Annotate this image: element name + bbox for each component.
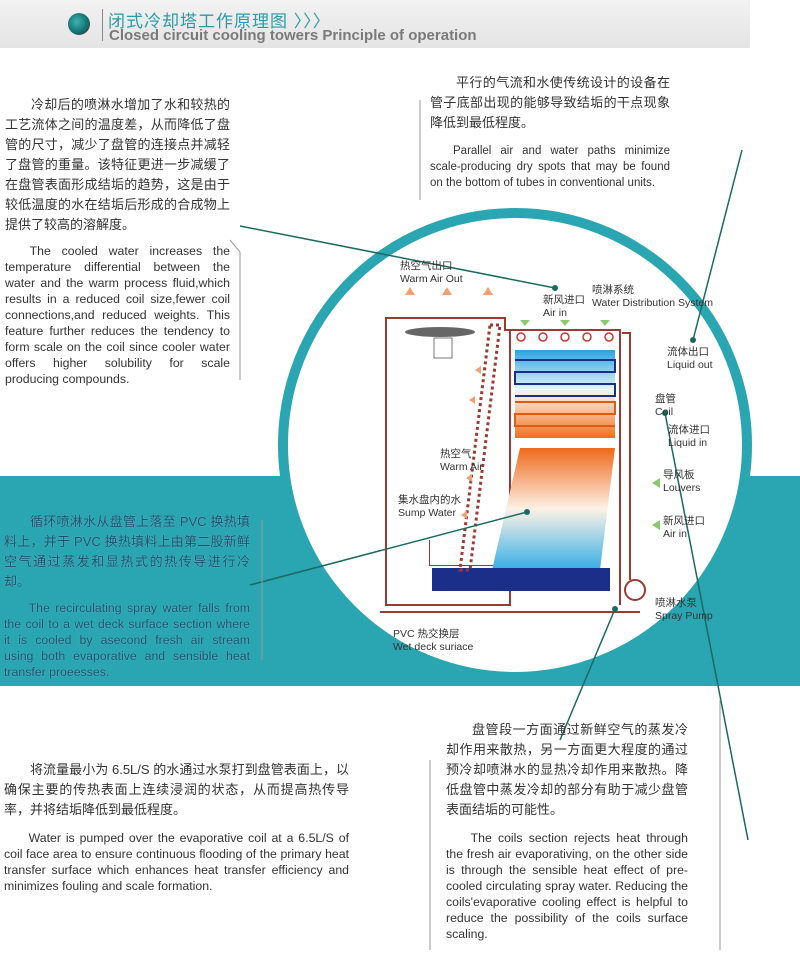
- parallel-en: Parallel air and water paths minimize sc…: [430, 145, 670, 189]
- title-zh: 闭式冷却塔工作原理图 〉〉〉: [108, 12, 331, 31]
- coils-zh: 盘管段一方面通过新鲜空气的蒸发冷却作用来散热，另一方面更大程度的通过预冷却喷淋水…: [446, 722, 688, 817]
- cooled-water-block: 冷却后的喷淋水增加了水和较热的工艺流体之间的温度差，从而降低了盘管的尺寸，减少了…: [5, 95, 230, 387]
- coil: [515, 350, 615, 438]
- coils-block: 盘管段一方面通过新鲜空气的蒸发冷却作用来散热，另一方面更大程度的通过预冷却喷淋水…: [446, 720, 688, 942]
- recirculating-zh: 循环喷淋水从盘管上落至 PVC 换热填料上，并于 PVC 换热填料上由第二股新鲜…: [4, 514, 250, 589]
- wet-deck: [492, 448, 615, 570]
- cooled-water-zh: 冷却后的喷淋水增加了水和较热的工艺流体之间的温度差，从而降低了盘管的尺寸，减少了…: [5, 97, 230, 232]
- warm-air-arrows: [405, 287, 493, 519]
- pumped-zh: 将流量最小为 6.5L/S 的水通过水泵打到盘管表面上，以确保主要的传热表面上连…: [4, 762, 349, 817]
- louver-stack: [458, 323, 502, 572]
- pump-icon: [624, 579, 646, 601]
- air-in-arrows: [520, 320, 660, 530]
- spray-nozzles: [516, 332, 614, 342]
- motor-icon: [433, 337, 453, 359]
- bullet-icon: [68, 13, 90, 35]
- recirculating-block: 循环喷淋水从盘管上落至 PVC 换热填料上，并于 PVC 换热填料上由第二股新鲜…: [4, 512, 250, 680]
- header-bar: 闭式冷却塔工作原理图 〉〉〉 Closed circuit cooling to…: [0, 0, 750, 48]
- leader-lines: [239, 149, 749, 841]
- leader-dots: [524, 285, 696, 612]
- coils-en: The coils section rejects heat through t…: [446, 831, 688, 941]
- recirculating-en: The recirculating spray water falls from…: [4, 601, 250, 679]
- tower-frame: [380, 317, 640, 613]
- parallel-zh: 平行的气流和水使传统设计的设备在管子底部出现的能够导致结垢的干点现象降低到最低程…: [430, 75, 670, 130]
- cooled-water-en: The cooled water increases the temperatu…: [5, 244, 230, 386]
- parallel-block: 平行的气流和水使传统设计的设备在管子底部出现的能够导致结垢的干点现象降低到最低程…: [430, 73, 670, 191]
- divider: [102, 9, 103, 41]
- pumped-block: 将流量最小为 6.5L/S 的水通过水泵打到盘管表面上，以确保主要的传热表面上连…: [4, 760, 349, 894]
- coil-tubes: [514, 359, 616, 427]
- bracket-lines: [229, 100, 721, 950]
- title-en: Closed circuit cooling towers Principle …: [109, 27, 477, 44]
- sump-water: [432, 568, 610, 591]
- pumped-en: Water is pumped over the evaporative coi…: [4, 831, 349, 893]
- fan-icon: [405, 327, 475, 337]
